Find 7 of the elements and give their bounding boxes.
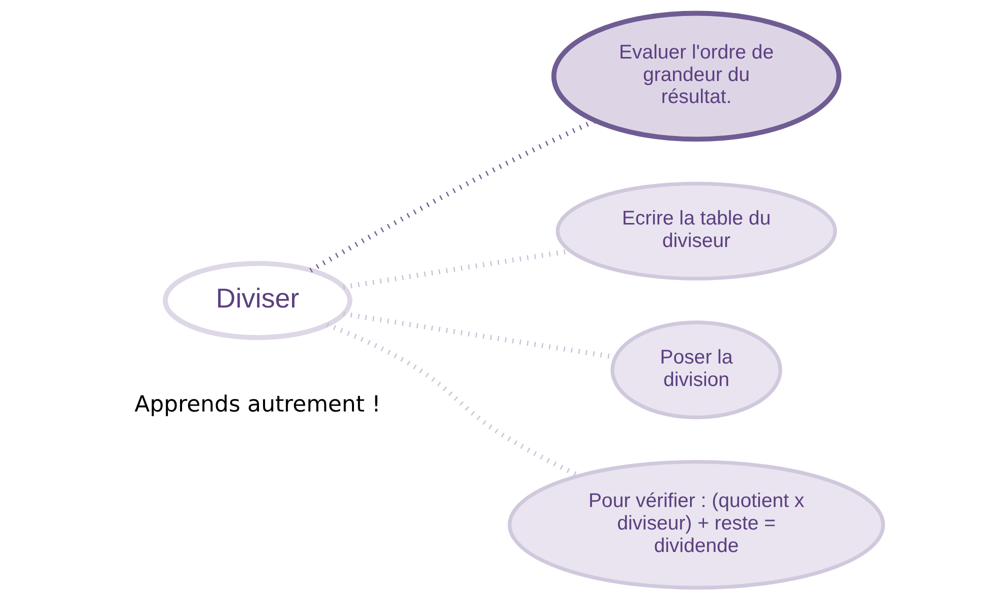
node-ellipse: Ecrire la table du diviseur xyxy=(555,182,836,280)
node-ellipse: Pour vérifier : (quotient x diviseur) + reste = dividende xyxy=(507,460,885,590)
label: Apprends autrement ! xyxy=(134,391,380,418)
node-ellipse: Evaluer l'ordre de grandeur du résultat. xyxy=(550,10,841,142)
node-ellipse: Poser la division xyxy=(610,320,782,420)
node-ellipse: Diviser xyxy=(162,260,352,340)
connector xyxy=(308,118,596,273)
